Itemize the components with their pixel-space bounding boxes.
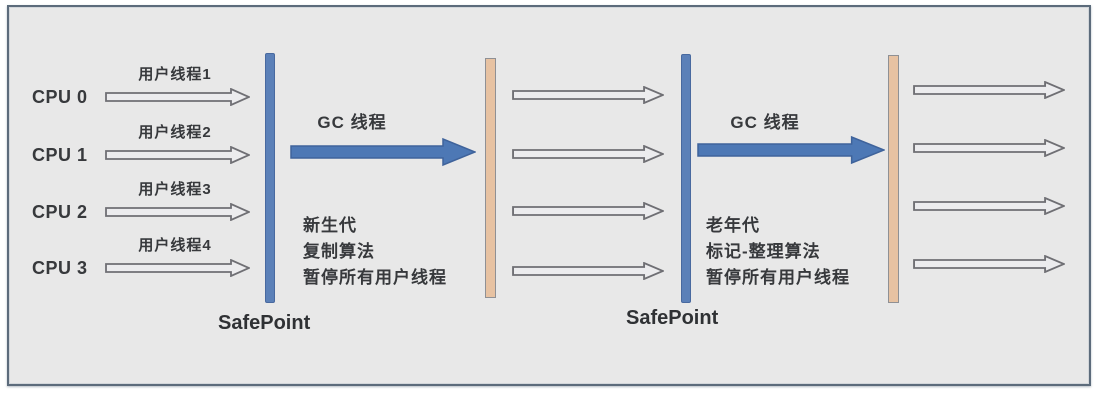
- user-thread-arrow-4: [105, 259, 250, 277]
- resume-bar-1: [485, 58, 496, 298]
- user-thread-arrow-3: [105, 203, 250, 221]
- final-thread-arrow-3: [913, 197, 1065, 215]
- cpu-label-3: CPU 3: [32, 258, 88, 278]
- resumed-thread-arrow-4: [512, 262, 664, 280]
- final-thread-arrow-4: [913, 255, 1065, 273]
- gc-arrow-2: [697, 135, 885, 165]
- gc-arrow-1: [290, 137, 476, 167]
- safepoint-label-1: SafePoint: [218, 312, 311, 334]
- final-thread-arrow-2: [913, 139, 1065, 157]
- gc-thread-label-1: GC 线程: [317, 113, 387, 132]
- user-thread-arrow-2: [105, 146, 250, 164]
- phase1-line-generation: 新生代: [303, 216, 357, 235]
- safepoint-bar-1: [265, 53, 275, 303]
- resume-bar-2: [888, 55, 899, 303]
- safepoint-bar-2: [681, 54, 691, 303]
- phase2-description: 老年代 标记-整理算法 暂停所有用户线程: [706, 213, 850, 291]
- gc-thread-label-2: GC 线程: [730, 113, 800, 132]
- user-thread-label-3: 用户线程3: [138, 181, 212, 198]
- phase2-line-generation: 老年代: [706, 216, 760, 235]
- cpu-label-1: CPU 1: [32, 145, 88, 165]
- resumed-thread-arrow-2: [512, 145, 664, 163]
- cpu-label-2: CPU 2: [32, 202, 88, 222]
- final-thread-arrow-1: [913, 81, 1065, 99]
- phase1-description: 新生代 复制算法 暂停所有用户线程: [303, 213, 447, 291]
- safepoint-label-2: SafePoint: [626, 307, 719, 329]
- cpu-label-0: CPU 0: [32, 87, 88, 107]
- phase1-line-algorithm: 复制算法: [303, 242, 375, 261]
- user-thread-label-2: 用户线程2: [138, 124, 212, 141]
- phase2-line-algorithm: 标记-整理算法: [706, 242, 821, 261]
- user-thread-arrow-1: [105, 88, 250, 106]
- resumed-thread-arrow-1: [512, 86, 664, 104]
- resumed-thread-arrow-3: [512, 202, 664, 220]
- phase1-line-pause: 暂停所有用户线程: [303, 268, 447, 287]
- phase2-line-pause: 暂停所有用户线程: [706, 268, 850, 287]
- diagram-frame: [7, 5, 1091, 386]
- user-thread-label-4: 用户线程4: [138, 237, 212, 254]
- user-thread-label-1: 用户线程1: [138, 66, 212, 83]
